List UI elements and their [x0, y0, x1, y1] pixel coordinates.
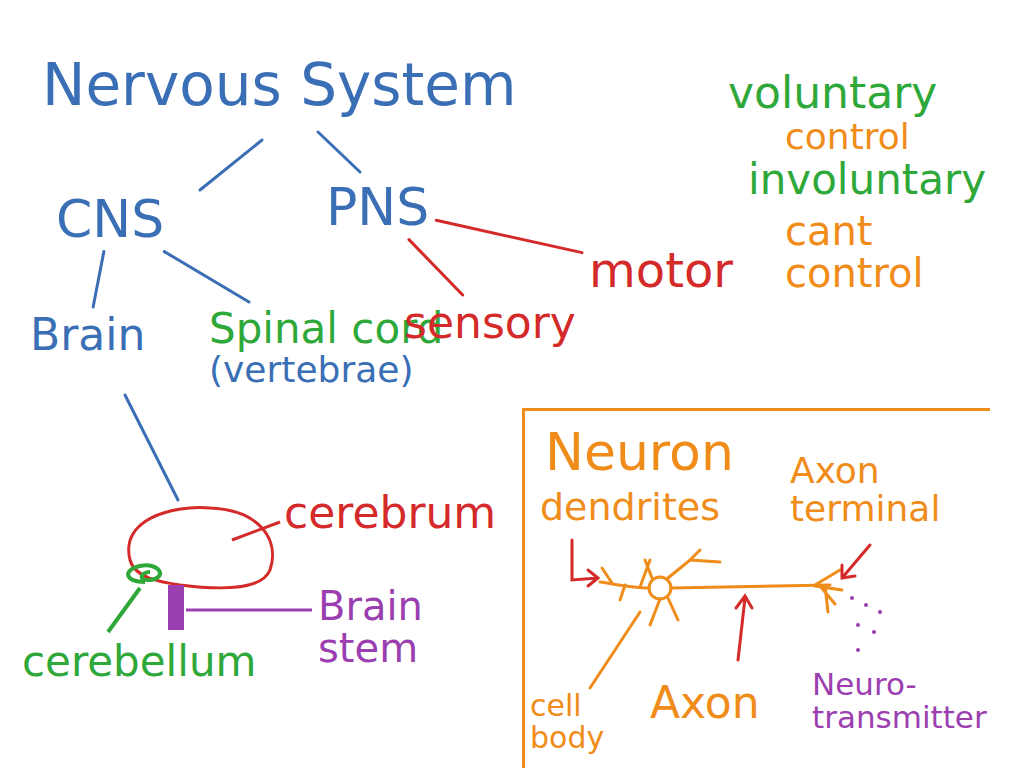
part-label: Axon terminal [790, 452, 990, 528]
tree-node: Brain [26, 310, 149, 360]
node-subtext: (vertebrae) [209, 351, 443, 389]
node-text: motor [589, 245, 733, 295]
leader-line [108, 588, 140, 632]
neuron-drawing [600, 550, 842, 625]
neurotransmitter-dots [850, 596, 882, 652]
part-label: dendrites [540, 488, 720, 528]
tree-node: sensory [400, 298, 580, 348]
part-label: Axon [650, 680, 760, 726]
part-label: Neuro-transmitter [812, 668, 1018, 733]
node-text: CNS [56, 192, 164, 247]
note-text: cant control [785, 210, 985, 294]
tree-line [318, 132, 360, 172]
leader-line [125, 395, 178, 500]
node-text: Neuron [545, 425, 970, 480]
tree-connector [93, 252, 104, 307]
leader-line [186, 609, 312, 612]
node-text: PNS [326, 180, 429, 235]
part-label: cerebellum [22, 640, 257, 684]
tree-connector [409, 240, 463, 295]
diagram-title: Nervous System [42, 55, 516, 116]
part-label: cell body [530, 690, 615, 753]
tree-node: PNS [322, 178, 433, 237]
tree-connector [436, 220, 582, 252]
note-text: control [785, 118, 910, 156]
leader-line [232, 522, 280, 540]
part-label: Brain stem [318, 585, 488, 669]
note-text: involuntary [748, 158, 986, 202]
note-text: voluntary [728, 70, 937, 116]
tree-connector [164, 252, 249, 302]
tree-node: CNS [52, 190, 168, 249]
leader-line [590, 612, 640, 688]
tree-node: motor [585, 243, 737, 297]
cerebrum-shape [129, 508, 273, 588]
node-text: Brain [30, 312, 145, 358]
tree-line [200, 140, 262, 190]
part-label: cerebrum [284, 490, 496, 536]
pointer-arrows [572, 540, 870, 660]
cerebellum-shape [128, 565, 160, 582]
brain-stem-shape [168, 585, 184, 630]
node-text: sensory [404, 300, 576, 346]
